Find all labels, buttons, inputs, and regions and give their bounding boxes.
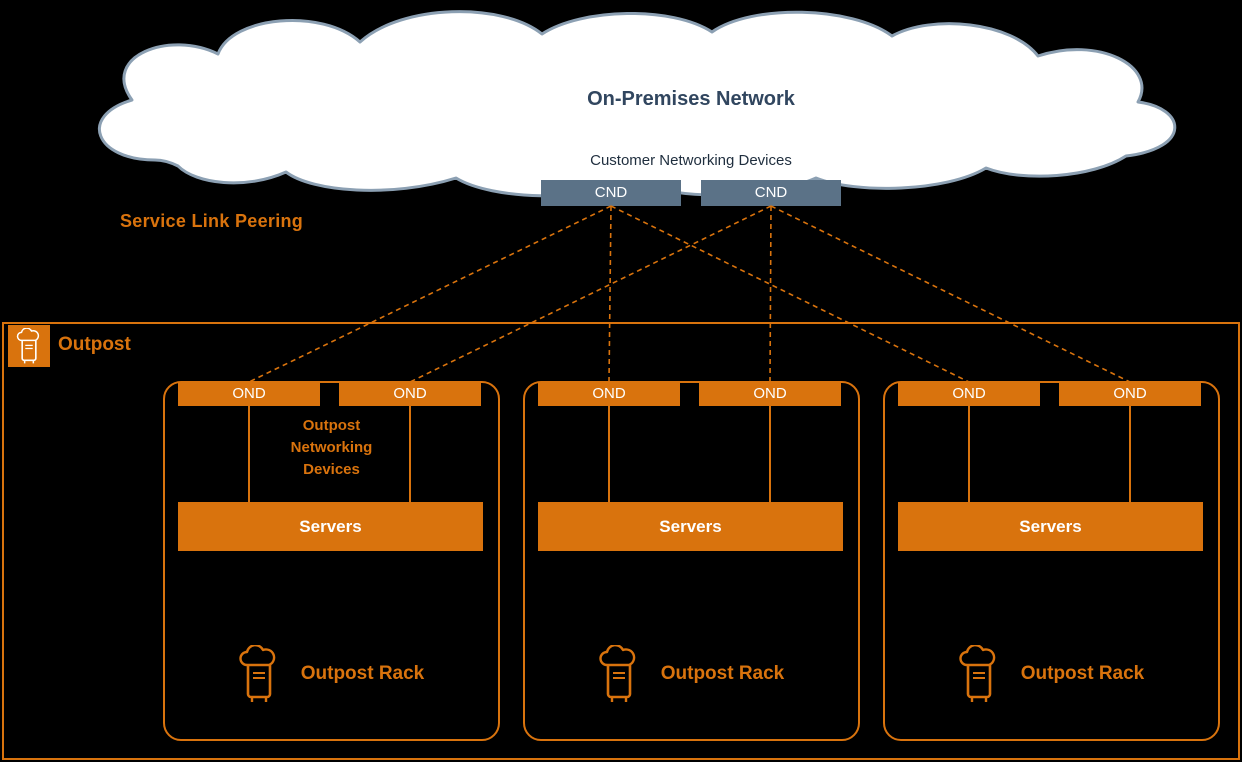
outpost-rack-2: OND OND Servers Outpost Rack: [523, 381, 860, 741]
ond-box: OND: [339, 382, 481, 406]
ond-server-connector: [769, 405, 771, 502]
outpost-rack-icon: [239, 645, 275, 702]
ond-server-connector: [248, 405, 250, 502]
ond-server-connector: [409, 405, 411, 502]
outpost-label: Outpost: [58, 334, 131, 355]
ond-box: OND: [699, 382, 841, 406]
rack-footer: Outpost Rack: [165, 643, 498, 705]
outpost-rack-label: Outpost Rack: [660, 663, 785, 684]
on-premises-network-title: On-Premises Network: [587, 88, 795, 110]
on-premises-cloud: [98, 10, 1177, 198]
ond-server-connector: [608, 405, 610, 502]
rack-footer: Outpost Rack: [885, 643, 1218, 705]
outpost-rack-1: OND OND Outpost Networking Devices Serve…: [163, 381, 500, 741]
ond-box: OND: [538, 382, 680, 406]
servers-bar: Servers: [178, 502, 483, 551]
outpost-rack-icon: [959, 645, 995, 702]
ond-server-connector: [968, 405, 970, 502]
outpost-rack-label: Outpost Rack: [300, 663, 425, 684]
outpost-networking-devices-label: Outpost Networking Devices: [290, 417, 373, 478]
outpost-rack-3: OND OND Servers Outpost Rack: [883, 381, 1220, 741]
ond-box: OND: [1059, 382, 1201, 406]
ond-box: OND: [898, 382, 1040, 406]
service-link-peering-label: Service Link Peering: [120, 211, 304, 231]
ond-box: OND: [178, 382, 320, 406]
customer-networking-devices-label: Customer Networking Devices: [590, 152, 792, 169]
cnd-box-2: CND: [701, 180, 841, 206]
servers-bar: Servers: [538, 502, 843, 551]
outpost-rack-label: Outpost Rack: [1020, 663, 1145, 684]
outpost-group-container: [2, 322, 1240, 760]
ond-server-connector: [1129, 405, 1131, 502]
rack-footer: Outpost Rack: [525, 643, 858, 705]
outposts-badge-icon: [8, 325, 50, 367]
cnd-box-1: CND: [541, 180, 681, 206]
outpost-rack-icon: [599, 645, 635, 702]
servers-bar: Servers: [898, 502, 1203, 551]
outposts-badge-glyph: [16, 328, 40, 364]
cloud-shape-icon: [98, 10, 1177, 198]
